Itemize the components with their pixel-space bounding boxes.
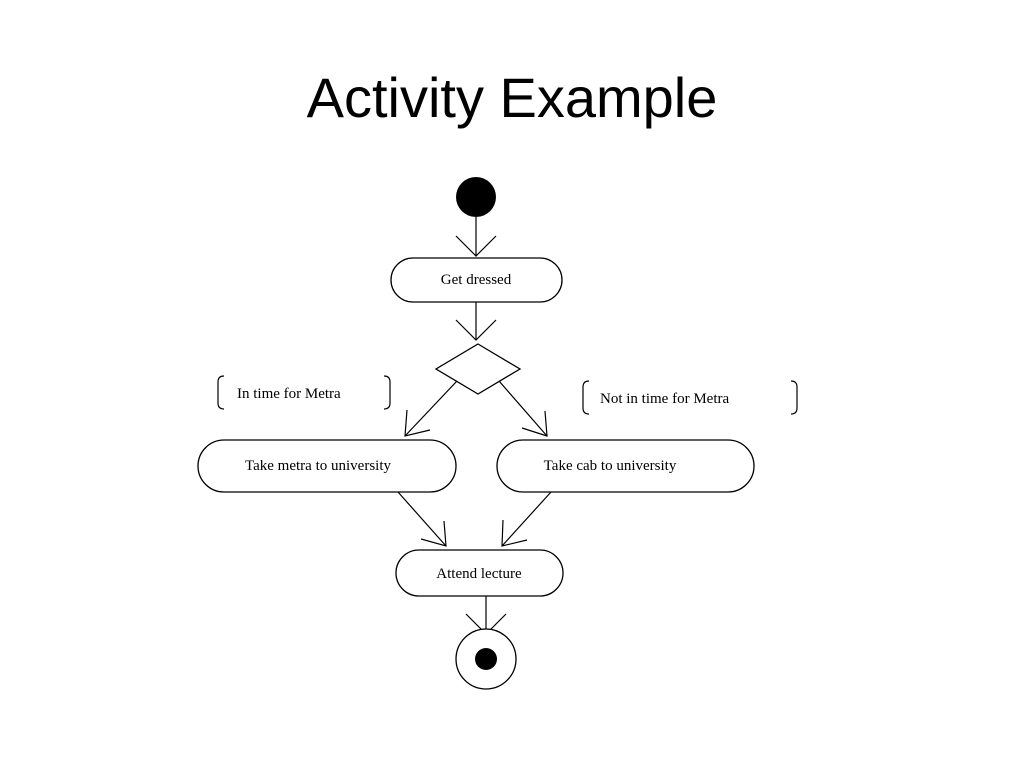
activity-get-dressed: Get dressed [390, 257, 563, 303]
activity-take-metra-label: Take metra to university [245, 458, 391, 474]
final-node [455, 628, 517, 690]
decision-node [434, 343, 522, 395]
initial-node [456, 177, 496, 217]
activity-take-cab: Take cab to university [496, 439, 755, 493]
edge-take-metra-to-attend-lecture [397, 491, 447, 547]
activity-take-cab-label: Take cab to university [544, 458, 677, 474]
activity-attend-lecture-label: Attend lecture [436, 566, 522, 582]
edge-attend-lecture-to-final [465, 596, 507, 635]
guard-in-time: In time for Metra [217, 375, 391, 410]
activity-take-metra: Take metra to university [197, 439, 457, 493]
slide-title: Activity Example [306, 66, 718, 129]
guard-not-in-time: Not in time for Metra [582, 380, 798, 415]
edge-decision-to-take-cab [498, 380, 548, 437]
guard-in-time-label: In time for Metra [237, 386, 341, 402]
edge-initial-to-get-dressed [455, 217, 497, 257]
edge-get-dressed-to-decision [455, 302, 497, 341]
guard-not-in-time-label: Not in time for Metra [600, 391, 729, 407]
activity-get-dressed-label: Get dressed [441, 272, 512, 288]
edge-decision-to-take-metra [404, 380, 458, 437]
edge-take-cab-to-attend-lecture [501, 491, 552, 547]
activity-attend-lecture: Attend lecture [395, 549, 564, 597]
